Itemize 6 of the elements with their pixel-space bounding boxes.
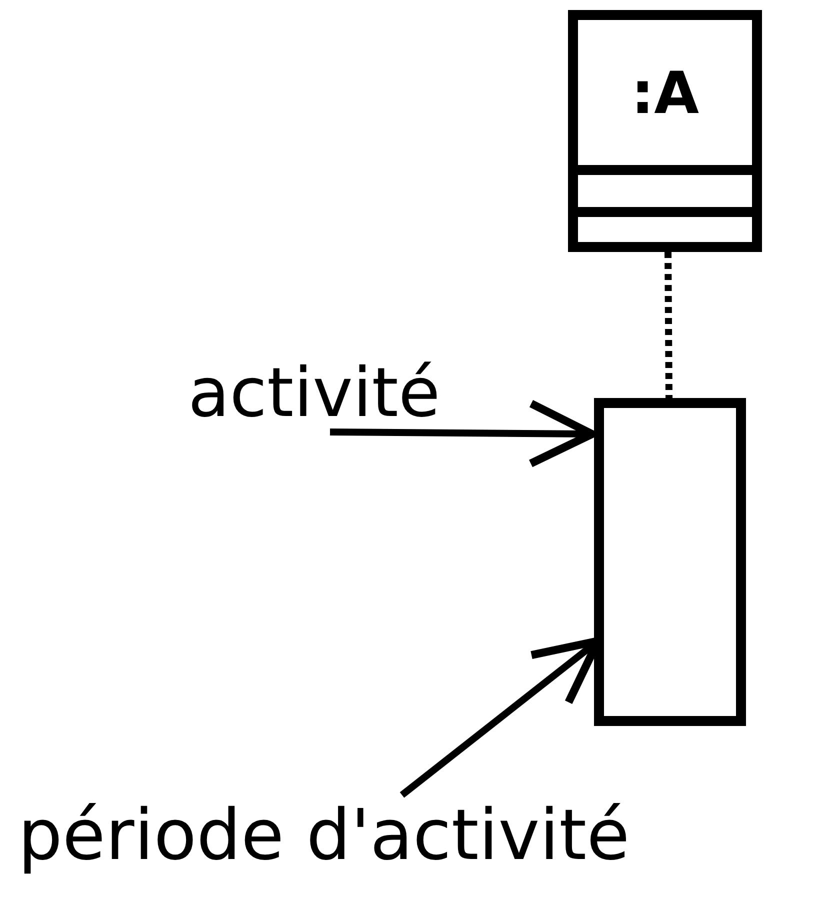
object-name: :A	[630, 64, 700, 122]
object-box	[568, 10, 762, 252]
lifeline	[664, 252, 672, 398]
annotation-text: activité	[188, 360, 440, 428]
arrow	[330, 400, 596, 468]
activation-bar	[594, 398, 746, 726]
